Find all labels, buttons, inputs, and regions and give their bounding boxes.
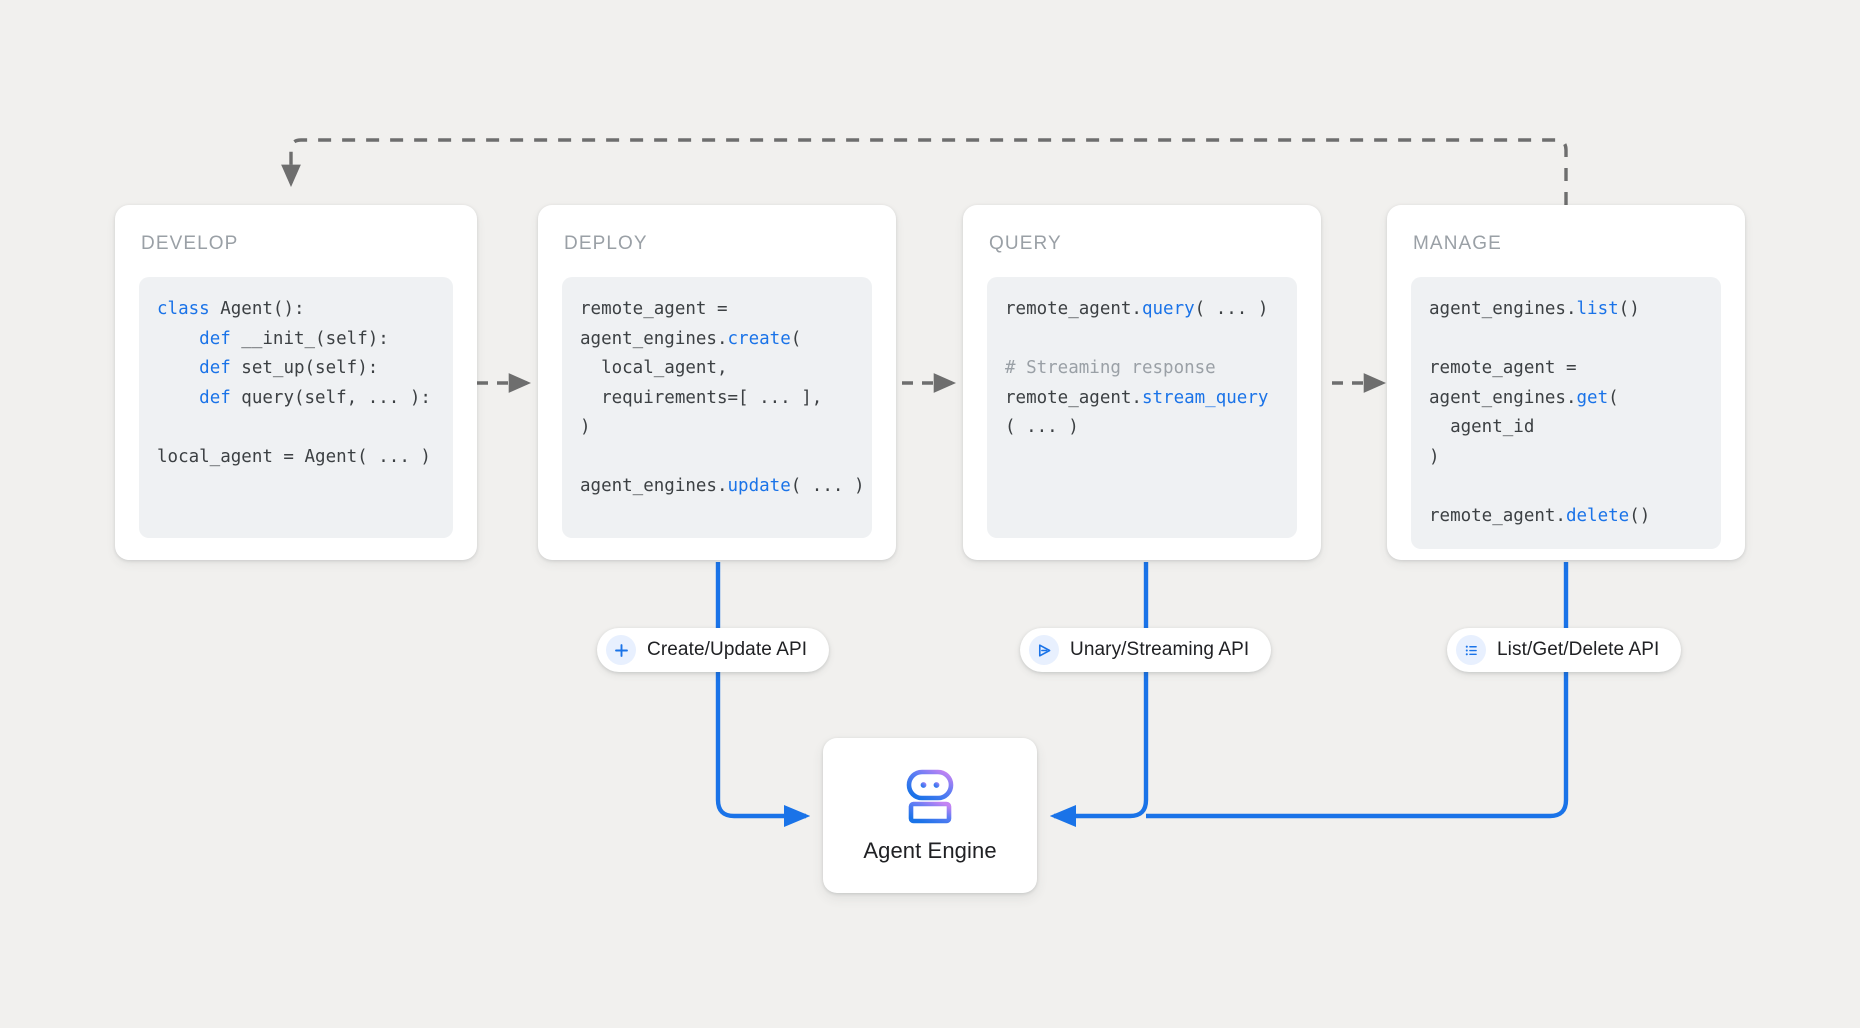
code-block-manage: agent_engines.list() remote_agent = agen… — [1411, 277, 1721, 549]
agent-engine-label: Agent Engine — [863, 837, 997, 863]
stage-title-deploy: DEPLOY — [564, 233, 648, 254]
api-pill-create-update[interactable]: Create/Update API — [597, 628, 830, 672]
code-text-deploy: remote_agent = agent_engines.create( loc… — [580, 299, 865, 496]
api-pill-label-create-update: Create/Update API — [647, 639, 808, 660]
robot-icon — [899, 768, 961, 824]
code-text-query: remote_agent.query( ... ) # Streaming re… — [1005, 299, 1269, 437]
code-text-develop: class Agent(): def __init_(self): def se… — [157, 299, 431, 467]
stage-title-develop: DEVELOP — [141, 233, 239, 254]
api-pill-list-get-delete[interactable]: List/Get/Delete API — [1447, 628, 1682, 672]
api-pill-label-unary-streaming: Unary/Streaming API — [1070, 639, 1250, 660]
code-text-manage: agent_engines.list() remote_agent = agen… — [1429, 299, 1651, 526]
feedback-loop-connector — [281, 138, 1568, 205]
stage-title-query: QUERY — [989, 233, 1062, 254]
code-block-deploy: remote_agent = agent_engines.create( loc… — [562, 277, 872, 538]
list-icon — [1456, 635, 1486, 665]
stage-card-manage[interactable]: MANAGE agent_engines.list() remote_agent… — [1387, 205, 1745, 560]
api-pill-unary-streaming[interactable]: Unary/Streaming API — [1020, 628, 1272, 672]
code-block-develop: class Agent(): def __init_(self): def se… — [139, 277, 453, 538]
stage-title-manage: MANAGE — [1413, 233, 1502, 254]
api-pill-label-list-get-delete: List/Get/Delete API — [1497, 639, 1660, 660]
stage-card-deploy[interactable]: DEPLOY remote_agent = agent_engines.crea… — [538, 205, 896, 560]
stage-card-develop[interactable]: DEVELOP class Agent(): def __init_(self)… — [115, 205, 477, 560]
agent-engine-node[interactable]: Agent Engine — [823, 738, 1037, 893]
stage-card-query[interactable]: QUERY remote_agent.query( ... ) # Stream… — [963, 205, 1321, 560]
send-triangle-icon — [1029, 635, 1059, 665]
plus-icon — [606, 635, 636, 665]
code-block-query: remote_agent.query( ... ) # Streaming re… — [987, 277, 1297, 538]
